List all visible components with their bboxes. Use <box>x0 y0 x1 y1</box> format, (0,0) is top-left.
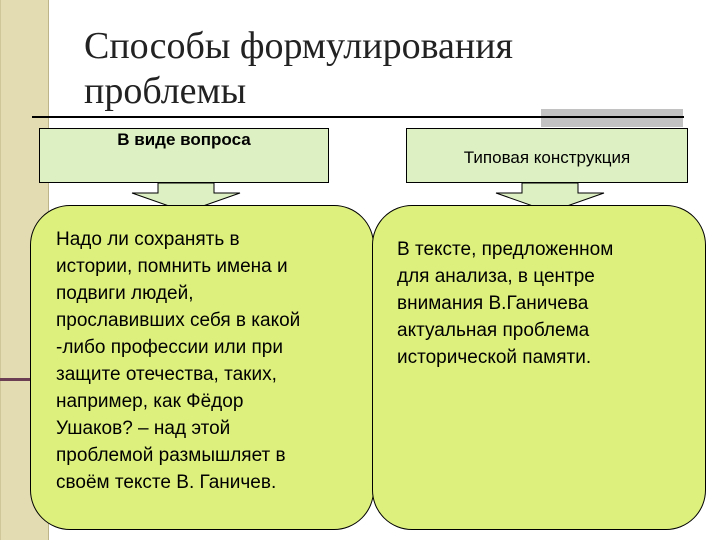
left-bar-edge-line <box>0 0 1 540</box>
left-column-body: Надо ли сохранять в истории, помнить име… <box>30 205 374 530</box>
side-accent-line <box>0 378 52 381</box>
right-column-body: В тексте, предложенном для анализа, в це… <box>372 205 706 530</box>
left-column-header: В виде вопроса <box>39 128 329 183</box>
title-underline <box>32 116 684 118</box>
slide-title: Способы формулирования проблемы <box>84 25 514 112</box>
title-accent-block <box>541 109 683 127</box>
right-column-header: Типовая конструкция <box>406 128 688 183</box>
